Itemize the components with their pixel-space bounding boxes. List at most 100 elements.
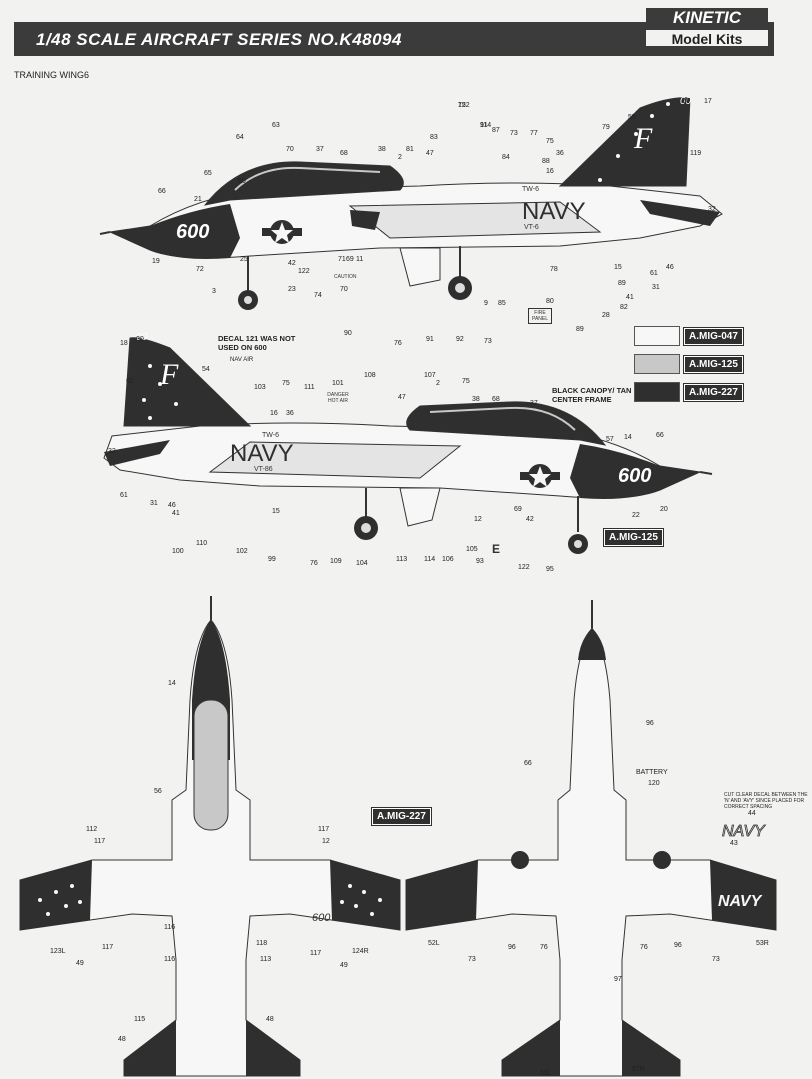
top-view-callout: 49 [76,960,84,967]
side-top-callout: 70 [340,286,348,293]
bottom-view-callout: 43 [730,840,738,847]
side-bottom-callout: 108 [364,372,376,379]
wing-top: TW-6 [522,186,539,193]
side-top-callout: 119 [690,150,702,157]
side-bottom-callout: 18 [120,340,128,347]
side-top-callout: 9 [484,300,488,307]
side-top-callout: 85 [498,300,506,307]
bottom-view-callout: 76 [540,944,548,951]
page-title: 1/48 SCALE AIRCRAFT SERIES NO.K48094 [36,30,402,49]
side-bottom-callout: 22 [632,512,640,519]
battery-label: BATTERY [636,769,668,776]
side-top-callout: 74 [314,292,322,299]
bottom-view-callout: 96 [508,944,516,951]
side-top-callout: 31 [652,284,660,291]
side-top-callout: 90 [344,330,352,337]
top-view-callout: 14 [168,680,176,687]
side-top-callout: 23 [288,286,296,293]
side-top-callout: 79 [602,124,610,131]
side-top-callout: 2 [398,154,402,161]
side-top-callout: 17 [704,98,712,105]
side-top-callout: 84 [502,154,510,161]
caution-label: CAUTION [334,274,357,280]
top-view-callout: 112 [86,826,98,833]
wing-bottom: TW-6 [262,432,279,439]
side-bottom-callout: 111 [304,384,315,391]
bottom-view-callout: 76 [640,944,648,951]
side-top-callout: 71 [338,256,346,263]
side-top-callout: 21 [194,196,202,203]
side-bottom-callout: 69 [514,506,522,513]
side-top-callout: 91 [426,336,434,343]
side-bottom-callout: 99 [268,556,276,563]
side-top-callout: 72 [196,266,204,273]
side-top-callout: 3 [212,288,216,295]
modex-bottom: 600 [618,465,652,487]
side-top-callout: 61 [650,270,658,277]
top-view-callout: 124R [352,948,369,955]
side-top-callout: 38 [378,146,386,153]
top-view-callout: 117 [310,950,322,957]
legend-swatch-white [634,326,680,346]
danger-hot-air: DANGER HOT AIR [327,392,349,404]
side-bottom-callout: 37 [530,400,538,407]
top-view-callout: 117 [318,826,330,833]
side-bottom-callout: 20 [660,506,668,513]
bottom-view-callout: 52L [428,940,440,947]
side-top-callout: 28 [602,312,610,319]
side-top-callout: 73 [510,130,518,137]
side-bottom-callout: 12 [474,516,482,523]
side-bottom-callout: 95 [546,566,554,573]
side-bottom-callout: 2 [436,380,440,387]
top-view-callout: 49 [340,962,348,969]
tail-letter-top: F [634,122,653,155]
bottom-navy-wing: NAVY [718,893,763,910]
side-top-callout: 77 [530,130,538,137]
bottom-view-callout: 73 [468,956,476,963]
tail-letter-bottom: F [160,358,179,391]
tail-number-top: 00 [680,96,692,107]
side-bottom-callout: 62 [126,378,134,385]
side-top-callout: 70 [286,146,294,153]
bottom-view-callout: 97R [632,1066,645,1073]
side-bottom-callout: 104 [356,560,368,567]
top-view-callout: 48 [266,1016,274,1023]
side-view-bottom [103,337,713,554]
brand-sub: Model Kits [644,28,770,48]
side-top-callout: 66 [158,188,166,195]
side-top-callout: 00 [682,98,690,105]
side-bottom-callout: 110 [196,540,208,547]
side-top-callout: 81 [406,146,414,153]
squadron-bottom: VT-86 [254,466,273,473]
side-bottom-callout: 36 [286,410,294,417]
brand-logo: KINETIC Model Kits [636,8,774,50]
side-bottom-callout: 41 [172,510,180,517]
page-subtitle: TRAINING WING6 [14,70,90,80]
side-bottom-callout: 103 [254,384,266,391]
side-top-callout: 92 [456,336,464,343]
top-view-callout: 48 [118,1036,126,1043]
fire-panel-label: FIRE PANEL [528,308,552,324]
legend-swatch-dark [634,382,680,402]
side-bottom-callout: 16 [270,410,278,417]
side-top-callout: 68 [340,150,348,157]
bottom-view-callout: 73 [712,956,720,963]
side-top-callout: 122 [298,268,310,275]
squadron-top: VT-6 [524,224,539,231]
side-top-callout: 82 [620,304,628,311]
side-bottom-callout: 114 [424,556,436,563]
bottom-view-callout: 50L [540,1070,552,1077]
side-top-callout: 19 [152,258,160,265]
side-bottom-callout: 61 [120,492,128,499]
side-top-callout: 16 [546,168,554,175]
side-bottom-callout: 93 [476,558,484,565]
side-top-callout: 76 [394,340,402,347]
side-top-callout: 15 [614,264,622,271]
side-top-callout: 83 [430,134,438,141]
top-view-callout: 113 [260,956,272,963]
bottom-navy-decal: NAVY [722,823,766,840]
navy-top: NAVY [522,198,586,225]
decal-note: DECAL 121 WAS NOT USED ON 600 [218,334,296,352]
legend-label-2: A.MIG-125 [683,355,744,374]
